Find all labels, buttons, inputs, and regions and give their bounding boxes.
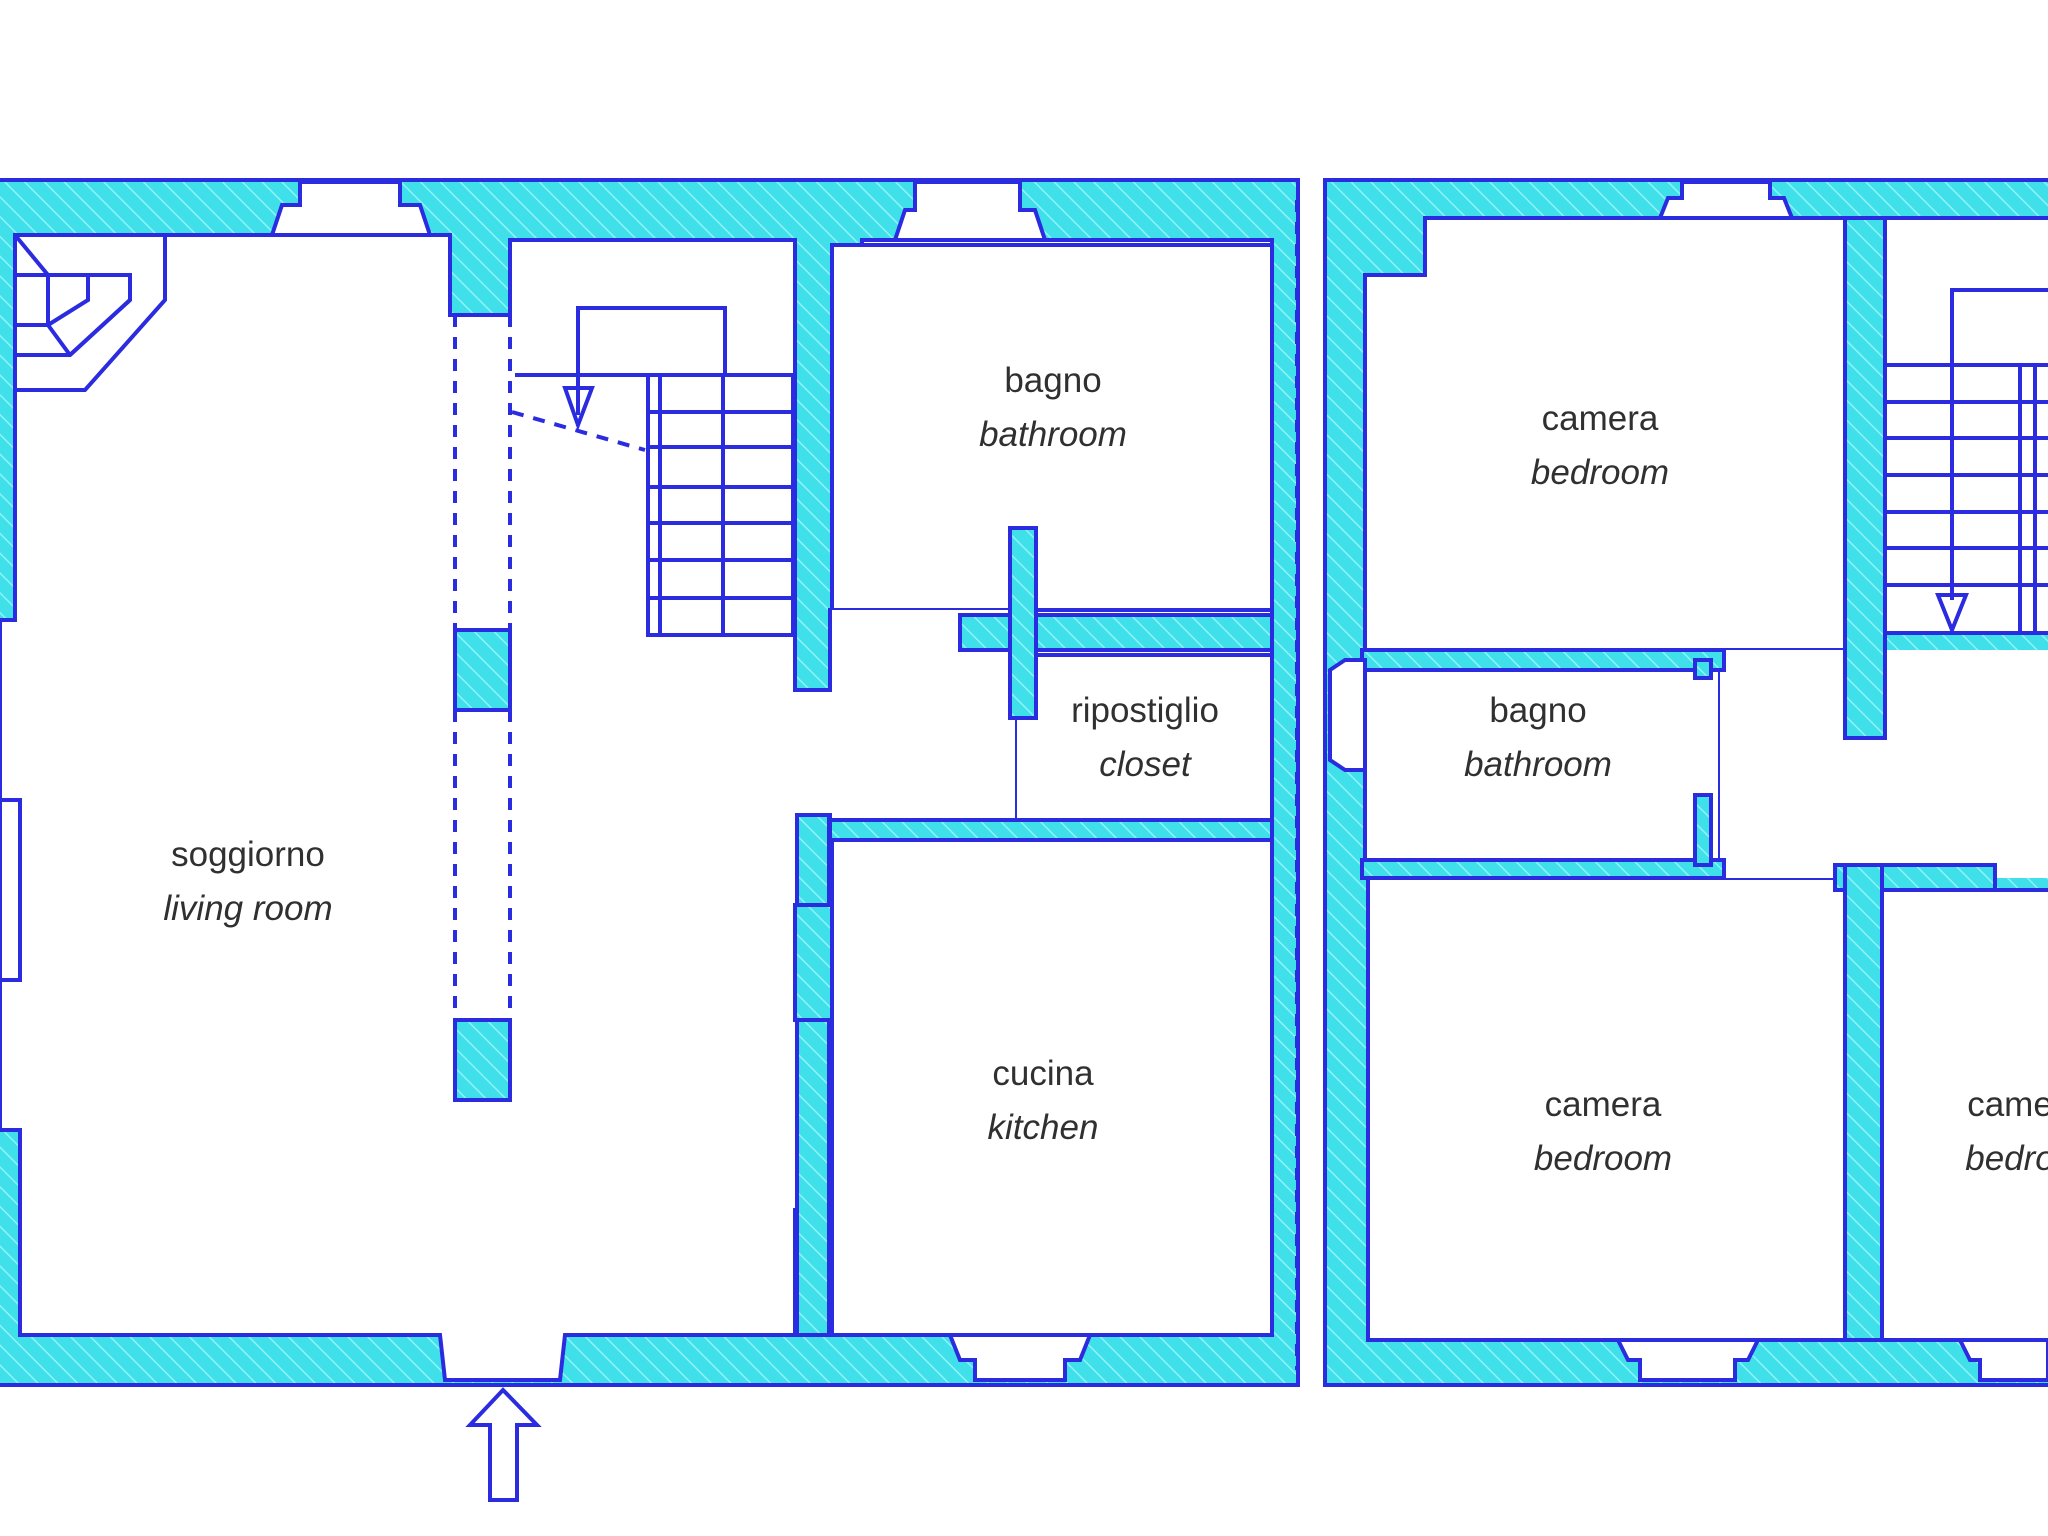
label-kitchen-it: cucina (992, 1054, 1094, 1093)
staircase-icon (13, 233, 167, 392)
label-closet-it: ripostiglio (1071, 691, 1219, 730)
kitchen-area (830, 838, 1274, 1337)
label-bath-ground-it: bagno (1004, 361, 1101, 400)
closet-area (1013, 653, 1274, 827)
window-top-1 (269, 180, 433, 237)
wall-stub-kitchen (795, 1018, 831, 1337)
bedroom-bottom-area (1366, 876, 1847, 1342)
hall-wall-t (958, 613, 1274, 652)
window-upper-left (1328, 658, 1367, 772)
label-bath-ground-en: bathroom (979, 415, 1127, 454)
stair-room (1883, 216, 2048, 635)
stair-room-divider (1843, 216, 1887, 740)
label-living-it: soggiorno (171, 835, 325, 874)
label-bed-right-it: came (1967, 1085, 2048, 1124)
kitchen-top-wall (828, 818, 1274, 842)
upper-floor (1323, 178, 2048, 1387)
pillar-upper (453, 628, 512, 712)
bath-wall-bottom (1360, 858, 1726, 880)
arrow-up-icon (465, 1387, 542, 1502)
window-top-2 (892, 180, 1048, 242)
label-kitchen-en: kitchen (988, 1108, 1099, 1147)
bath-wall-right-stub (1693, 793, 1713, 867)
window-bottom-kitchen (947, 1333, 1093, 1382)
ground-floor (0, 178, 1300, 1502)
label-bed-right-en: bedro (1965, 1139, 2048, 1178)
upper-staircase-icon (1885, 288, 2048, 636)
bathroom-ground-area (830, 243, 1274, 612)
window-upper-bottom (1614, 1338, 1762, 1382)
wall-stub-hall (795, 813, 831, 907)
bath-wall-top (1360, 648, 1726, 672)
label-closet-en: closet (1099, 745, 1192, 784)
room-labels: soggiorno living room bagno bathroom rip… (163, 361, 2048, 1178)
window-upper-bottom-right (1956, 1338, 2048, 1382)
bath-wall-right-stub-2 (1693, 658, 1713, 680)
label-bath-upper-en: bathroom (1464, 745, 1612, 784)
label-bed-top-it: camera (1542, 399, 1659, 438)
main-staircase-icon (511, 306, 795, 637)
window-upper-top (1657, 180, 1795, 220)
label-bed-bottom-it: camera (1545, 1085, 1662, 1124)
label-bath-upper-it: bagno (1489, 691, 1586, 730)
label-bed-top-en: bedroom (1531, 453, 1669, 492)
bedroom-right-divider (1843, 863, 1884, 1342)
pillar-lower (453, 1018, 512, 1102)
label-bed-bottom-en: bedroom (1534, 1139, 1672, 1178)
closet-divider (1008, 526, 1038, 720)
window-left (0, 798, 22, 982)
label-living-en: living room (163, 889, 332, 928)
